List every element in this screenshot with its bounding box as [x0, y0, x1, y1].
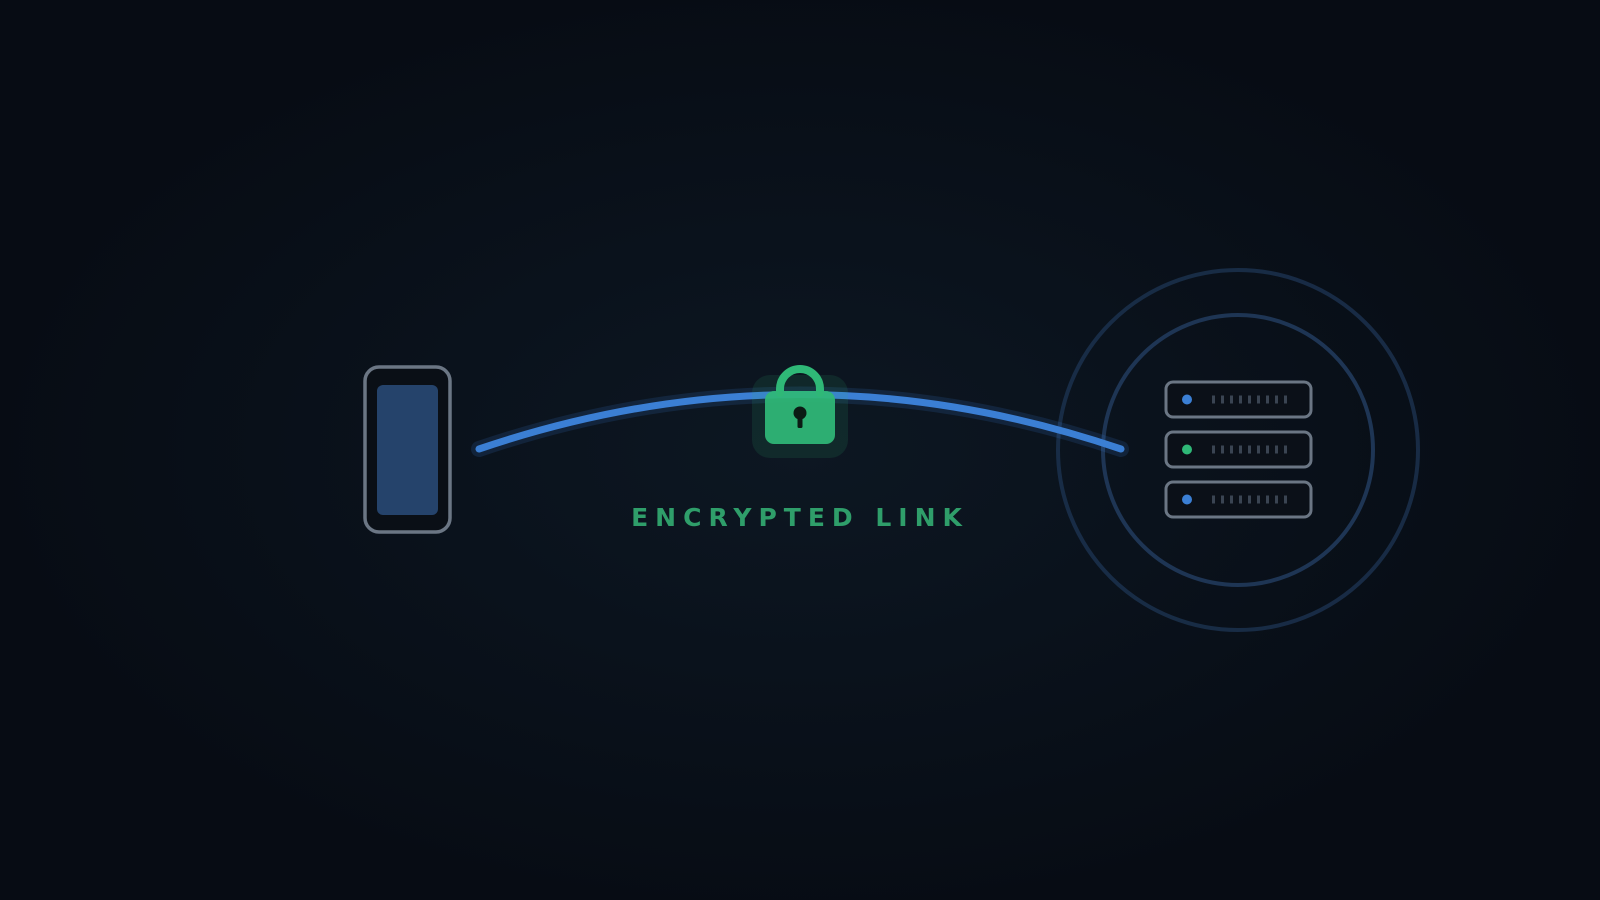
status-led-green [1182, 444, 1192, 455]
signal-rings-icon [1056, 268, 1420, 632]
server-unit [1164, 430, 1313, 469]
encrypted-link-label: ENCRYPTED LINK [631, 503, 969, 532]
smartphone-icon [363, 365, 452, 534]
padlock-icon [752, 365, 848, 458]
server-unit [1164, 480, 1313, 519]
server-rack-icon [1164, 380, 1313, 519]
status-led-blue [1182, 494, 1192, 505]
server-unit [1164, 380, 1313, 419]
status-led-blue [1182, 394, 1192, 405]
